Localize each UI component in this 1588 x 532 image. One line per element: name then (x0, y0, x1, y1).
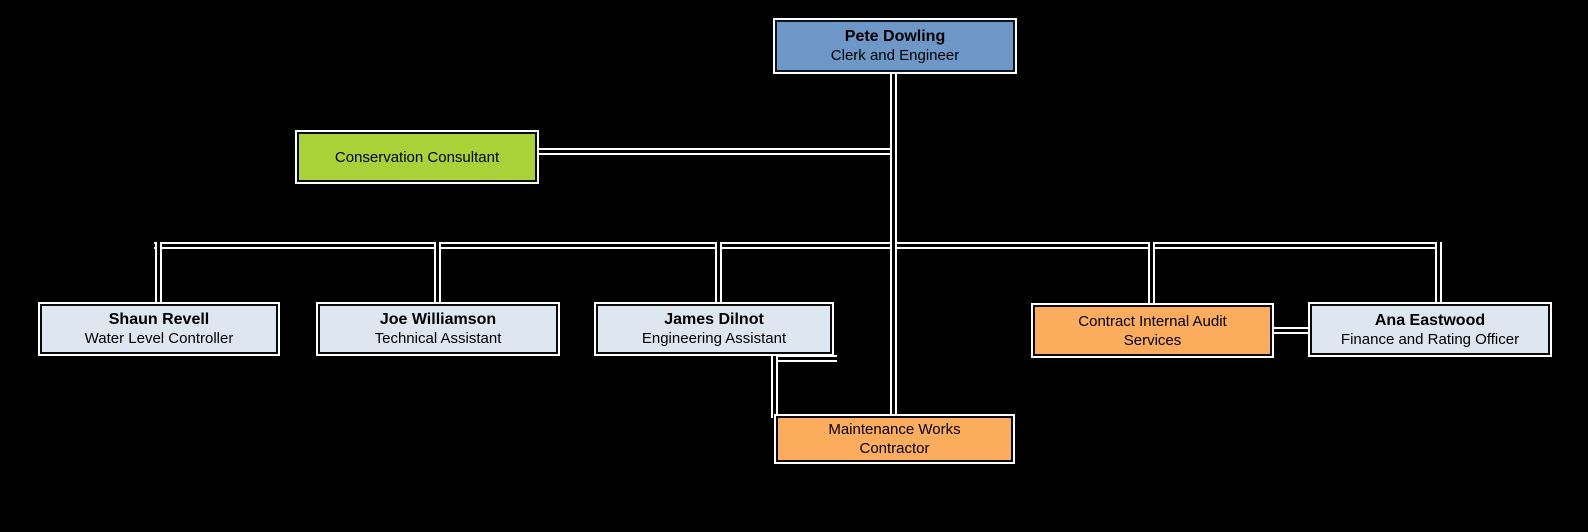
connector-pete-conservation (537, 148, 894, 155)
connector-drop-james (715, 242, 722, 306)
connector-distribution-line (154, 242, 1442, 249)
node-ana-eastwood[interactable]: Ana Eastwood Finance and Rating Officer (1310, 304, 1550, 355)
node-ana-eastwood-title: Finance and Rating Officer (1340, 330, 1520, 348)
connector-contract-ana (1272, 327, 1312, 334)
node-james-dilnot-name: James Dilnot (664, 311, 764, 328)
node-joe-williamson-name: Joe Williamson (379, 311, 497, 328)
node-shaun-revell[interactable]: Shaun Revell Water Level Controller (40, 304, 278, 354)
node-shaun-revell-title: Water Level Controller (84, 330, 234, 347)
node-shaun-revell-name: Shaun Revell (108, 311, 210, 328)
connector-drop-contract (1148, 242, 1155, 307)
connector-james-maintenance (771, 355, 778, 418)
node-joe-williamson-title: Technical Assistant (374, 330, 502, 347)
node-maintenance-works-contractor[interactable]: Maintenance Works Contractor (776, 416, 1013, 462)
node-james-dilnot-title: Engineering Assistant (641, 330, 787, 347)
node-joe-williamson[interactable]: Joe Williamson Technical Assistant (318, 304, 558, 354)
node-james-dilnot[interactable]: James Dilnot Engineering Assistant (596, 304, 832, 354)
connector-james-maintenance-elbow (771, 355, 837, 362)
node-conservation-consultant[interactable]: Conservation Consultant (297, 132, 537, 182)
node-pete-dowling-name: Pete Dowling (844, 28, 946, 45)
connector-trunk-pete-maintenance (890, 72, 897, 418)
node-contract-internal-audit-label: Contract Internal Audit Services (1078, 312, 1227, 349)
node-ana-eastwood-name: Ana Eastwood (1374, 311, 1486, 329)
node-contract-internal-audit[interactable]: Contract Internal Audit Services (1033, 305, 1272, 356)
connector-drop-joe (434, 242, 441, 306)
connector-drop-ana (1435, 242, 1442, 306)
node-maintenance-works-contractor-label: Maintenance Works Contractor (828, 421, 961, 457)
node-conservation-consultant-label: Conservation Consultant (334, 148, 500, 166)
node-pete-dowling-title: Clerk and Engineer (830, 47, 960, 64)
connector-drop-shaun (155, 242, 162, 306)
node-pete-dowling[interactable]: Pete Dowling Clerk and Engineer (775, 20, 1015, 72)
